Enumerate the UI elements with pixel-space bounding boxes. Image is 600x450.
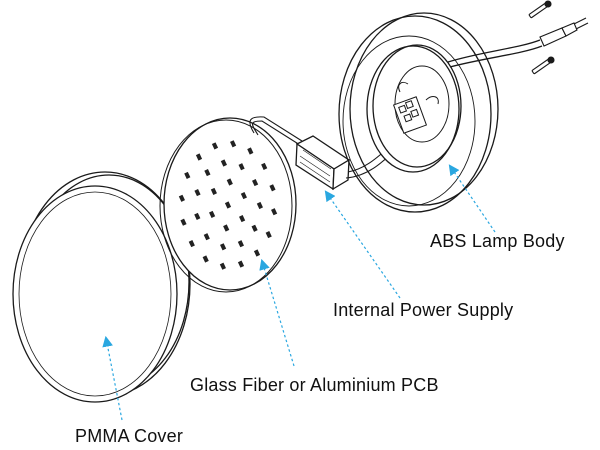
label-pcb: Glass Fiber or Aluminium PCB	[190, 375, 439, 395]
led-chip	[210, 187, 217, 195]
led-chip	[247, 147, 254, 155]
led-chip	[178, 194, 185, 202]
led-chip	[220, 159, 227, 167]
led-chip	[238, 163, 245, 171]
led-chip	[252, 179, 259, 187]
led-chip	[223, 224, 230, 232]
led-chips	[178, 140, 278, 270]
led-chip	[230, 140, 237, 148]
led-chip	[226, 178, 233, 186]
leader-cover	[102, 335, 123, 421]
led-chip	[240, 192, 247, 200]
led-chip	[237, 260, 245, 268]
led-chip	[184, 171, 191, 179]
led-chip	[211, 142, 219, 150]
power-cable	[447, 39, 543, 68]
label-pmma-cover: PMMA Cover	[75, 426, 184, 446]
led-chip	[188, 240, 195, 248]
leader-power-supply	[324, 190, 401, 299]
cable-connector	[539, 17, 589, 47]
screw-bottom	[531, 56, 555, 75]
leader-lines	[102, 164, 496, 421]
led-chip	[271, 208, 278, 216]
led-chip	[224, 201, 232, 209]
led-chip	[202, 255, 209, 263]
led-chip	[180, 218, 187, 226]
led-chip	[204, 169, 211, 177]
led-chip	[194, 212, 201, 220]
led-chip	[219, 262, 226, 270]
led-chip	[261, 162, 268, 170]
pcb-board	[159, 117, 297, 293]
led-chip	[251, 224, 258, 232]
leader-pcb	[259, 258, 295, 367]
pcb-wires	[249, 116, 303, 146]
leader-lamp-body	[448, 164, 496, 233]
led-chip	[209, 210, 216, 218]
led-chip	[203, 233, 210, 241]
pmma-cover	[12, 171, 191, 403]
led-chip	[269, 184, 276, 192]
led-chip	[195, 153, 203, 161]
label-abs-lamp-body: ABS Lamp Body	[430, 231, 565, 251]
led-chip	[220, 243, 227, 251]
led-chip	[237, 240, 244, 248]
led-chip	[239, 215, 246, 223]
led-chip	[194, 189, 201, 197]
led-chip	[265, 231, 272, 239]
screw-top	[528, 0, 552, 19]
mounting-screws	[528, 0, 555, 75]
led-chip	[253, 249, 261, 257]
power-supply-box	[295, 135, 351, 191]
led-chip	[256, 201, 263, 210]
terminal-block	[392, 81, 439, 134]
label-internal-power-supply: Internal Power Supply	[333, 300, 514, 320]
